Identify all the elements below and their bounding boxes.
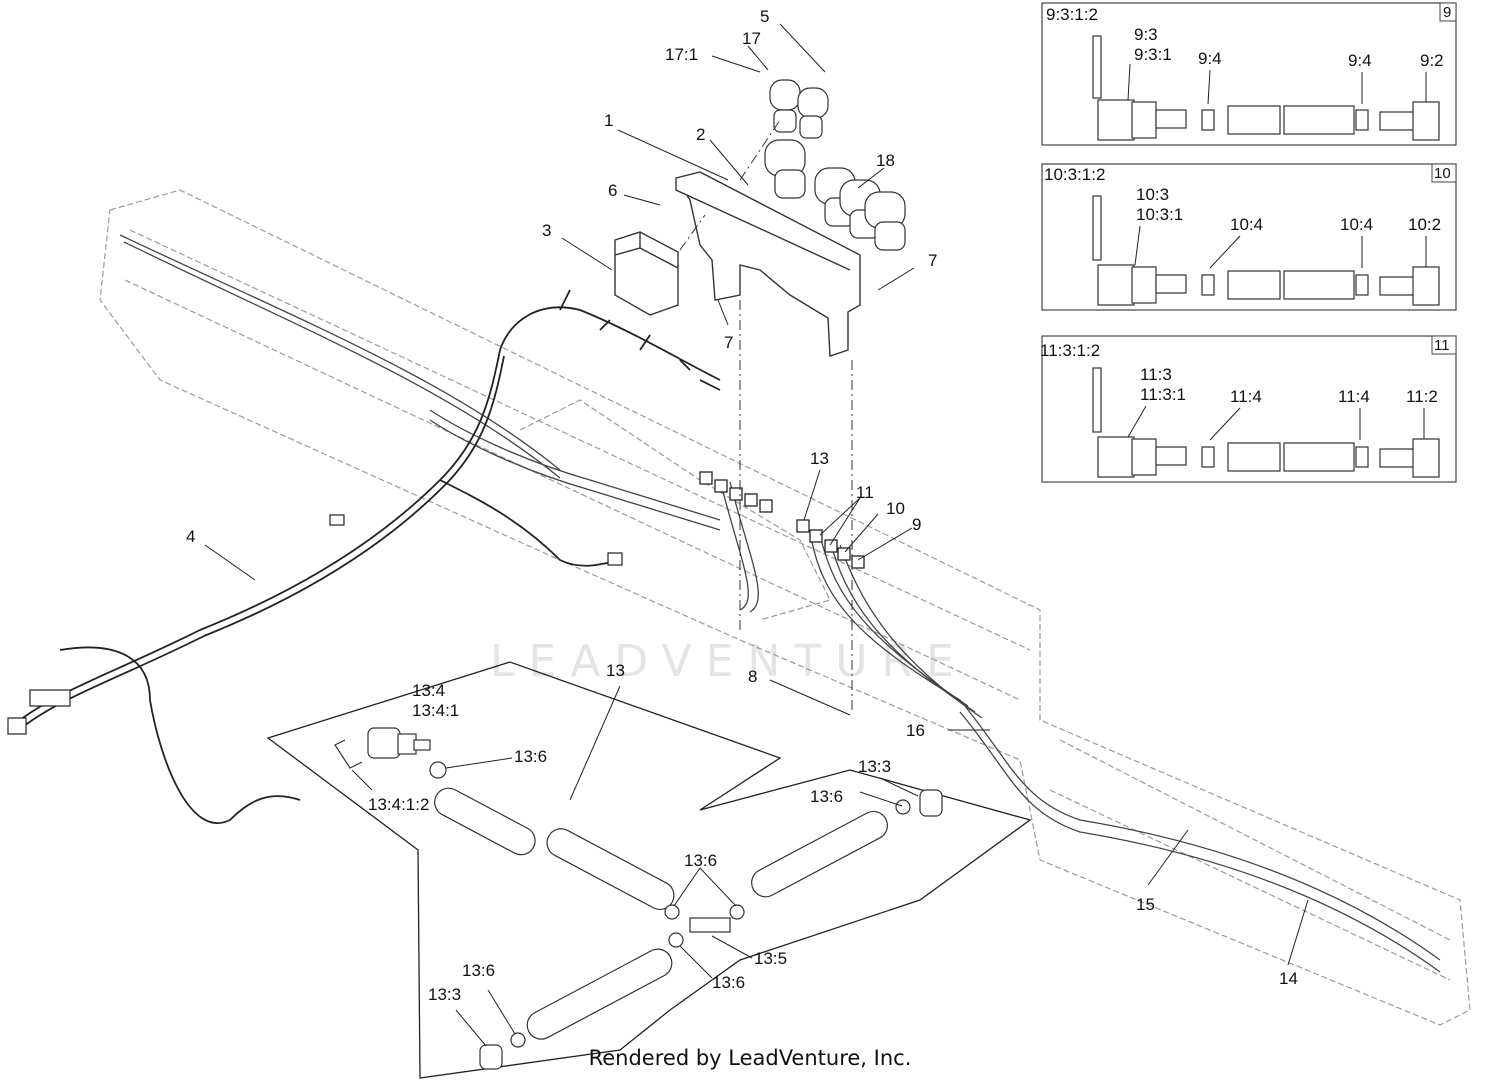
box-10-number: 10 [1434, 165, 1451, 182]
callout-3: 3 [542, 221, 551, 240]
detail-13-labels: 13:4 13:4:1 13:4:1:2 13:6 13:3 13:6 13:6… [368, 681, 891, 1004]
box-9-label-a: 9:3:1:2 [1046, 5, 1098, 24]
inset-box-9 [1041, 2, 1457, 146]
callout-10: 10 [886, 499, 905, 518]
callout-7-right: 7 [928, 251, 937, 270]
label-13-6-c: 13:6 [684, 851, 717, 870]
mounting-bracket [674, 171, 861, 357]
label-13-5: 13:5 [754, 949, 787, 968]
box-9-label-d: 9:4 [1198, 49, 1222, 68]
inset-box-10 [1041, 163, 1457, 311]
label-13-4-1-2: 13:4:1:2 [368, 795, 429, 814]
watermark-text: LEADVENTURE [490, 636, 968, 687]
callout-5: 5 [760, 7, 769, 26]
hose-fittings [699, 471, 865, 569]
wire-harness [19, 289, 721, 824]
box-11-label-e: 11:4 [1338, 387, 1370, 406]
callout-4: 4 [186, 527, 195, 546]
box-11-label-b: 11:3 [1140, 365, 1172, 384]
callout-14: 14 [1279, 969, 1298, 988]
callout-9: 9 [912, 515, 921, 534]
inset-box-labels: 9 9:3:1:2 9:3 9:3:1 9:4 9:4 9:2 10 10:3:… [1040, 4, 1451, 406]
label-13-3-a: 13:3 [858, 757, 891, 776]
box-11-label-a: 11:3:1:2 [1040, 341, 1100, 360]
box-9-number: 9 [1443, 4, 1451, 21]
box-10-label-b: 10:3 [1136, 185, 1169, 204]
box-9-label-e: 9:4 [1348, 51, 1372, 70]
box-10-label-c: 10:3:1 [1136, 205, 1183, 224]
inset-box-11 [1041, 335, 1457, 483]
callout-18: 18 [876, 151, 895, 170]
box-10-label-d: 10:4 [1230, 215, 1263, 234]
callout-1: 1 [604, 111, 613, 130]
label-13-3-b: 13:3 [428, 985, 461, 1004]
box-9-label-c: 9:3:1 [1134, 45, 1172, 64]
callout-17: 17 [742, 29, 761, 48]
callout-6: 6 [608, 181, 617, 200]
callout-17-1: 17:1 [665, 45, 698, 64]
label-13-4: 13:4 [412, 681, 445, 700]
boom-hoses [119, 234, 1441, 973]
valve-assembly [764, 79, 906, 251]
box-11-label-d: 11:4 [1230, 387, 1262, 406]
callout-13-detail: 13 [606, 661, 625, 680]
box-10-label-e: 10:4 [1340, 215, 1373, 234]
box-11-label-f: 11:2 [1406, 387, 1438, 406]
detail-13-boundary [266, 661, 1032, 1079]
label-13-4-1: 13:4:1 [412, 701, 459, 720]
callout-11: 11 [856, 483, 874, 502]
label-13-6-e: 13:6 [462, 961, 495, 980]
box-10-label-a: 10:3:1:2 [1044, 165, 1105, 184]
alignment-lines [679, 119, 853, 712]
main-callout-labels: 5 17 17:1 1 2 18 6 3 7 7 13 11 10 9 4 13… [186, 7, 1298, 988]
detail-13-parts [334, 727, 943, 1070]
box-9-label-b: 9:3 [1134, 25, 1158, 44]
label-13-6-b: 13:6 [810, 787, 843, 806]
box-9-label-f: 9:2 [1420, 51, 1444, 70]
box-11-number: 11 [1434, 337, 1450, 354]
callout-leaders [204, 23, 1309, 966]
callout-7-left: 7 [724, 333, 733, 352]
callout-13-main: 13 [810, 449, 829, 468]
label-13-6-a: 13:6 [514, 747, 547, 766]
box-10-label-f: 10:2 [1408, 215, 1441, 234]
control-box [614, 231, 679, 316]
render-credit-footer: Rendered by LeadVenture, Inc. [588, 1046, 912, 1070]
callout-2: 2 [696, 125, 705, 144]
callout-15: 15 [1136, 895, 1155, 914]
box-11-label-c: 11:3:1 [1140, 385, 1186, 404]
label-13-6-d: 13:6 [712, 973, 745, 992]
inset-leaders [1127, 63, 1427, 441]
harness-connector-end [7, 514, 623, 735]
callout-16: 16 [906, 721, 925, 740]
boom-frame-outline [99, 189, 1471, 1026]
callout-8: 8 [748, 667, 757, 686]
detail-13-leaders [351, 757, 919, 1047]
